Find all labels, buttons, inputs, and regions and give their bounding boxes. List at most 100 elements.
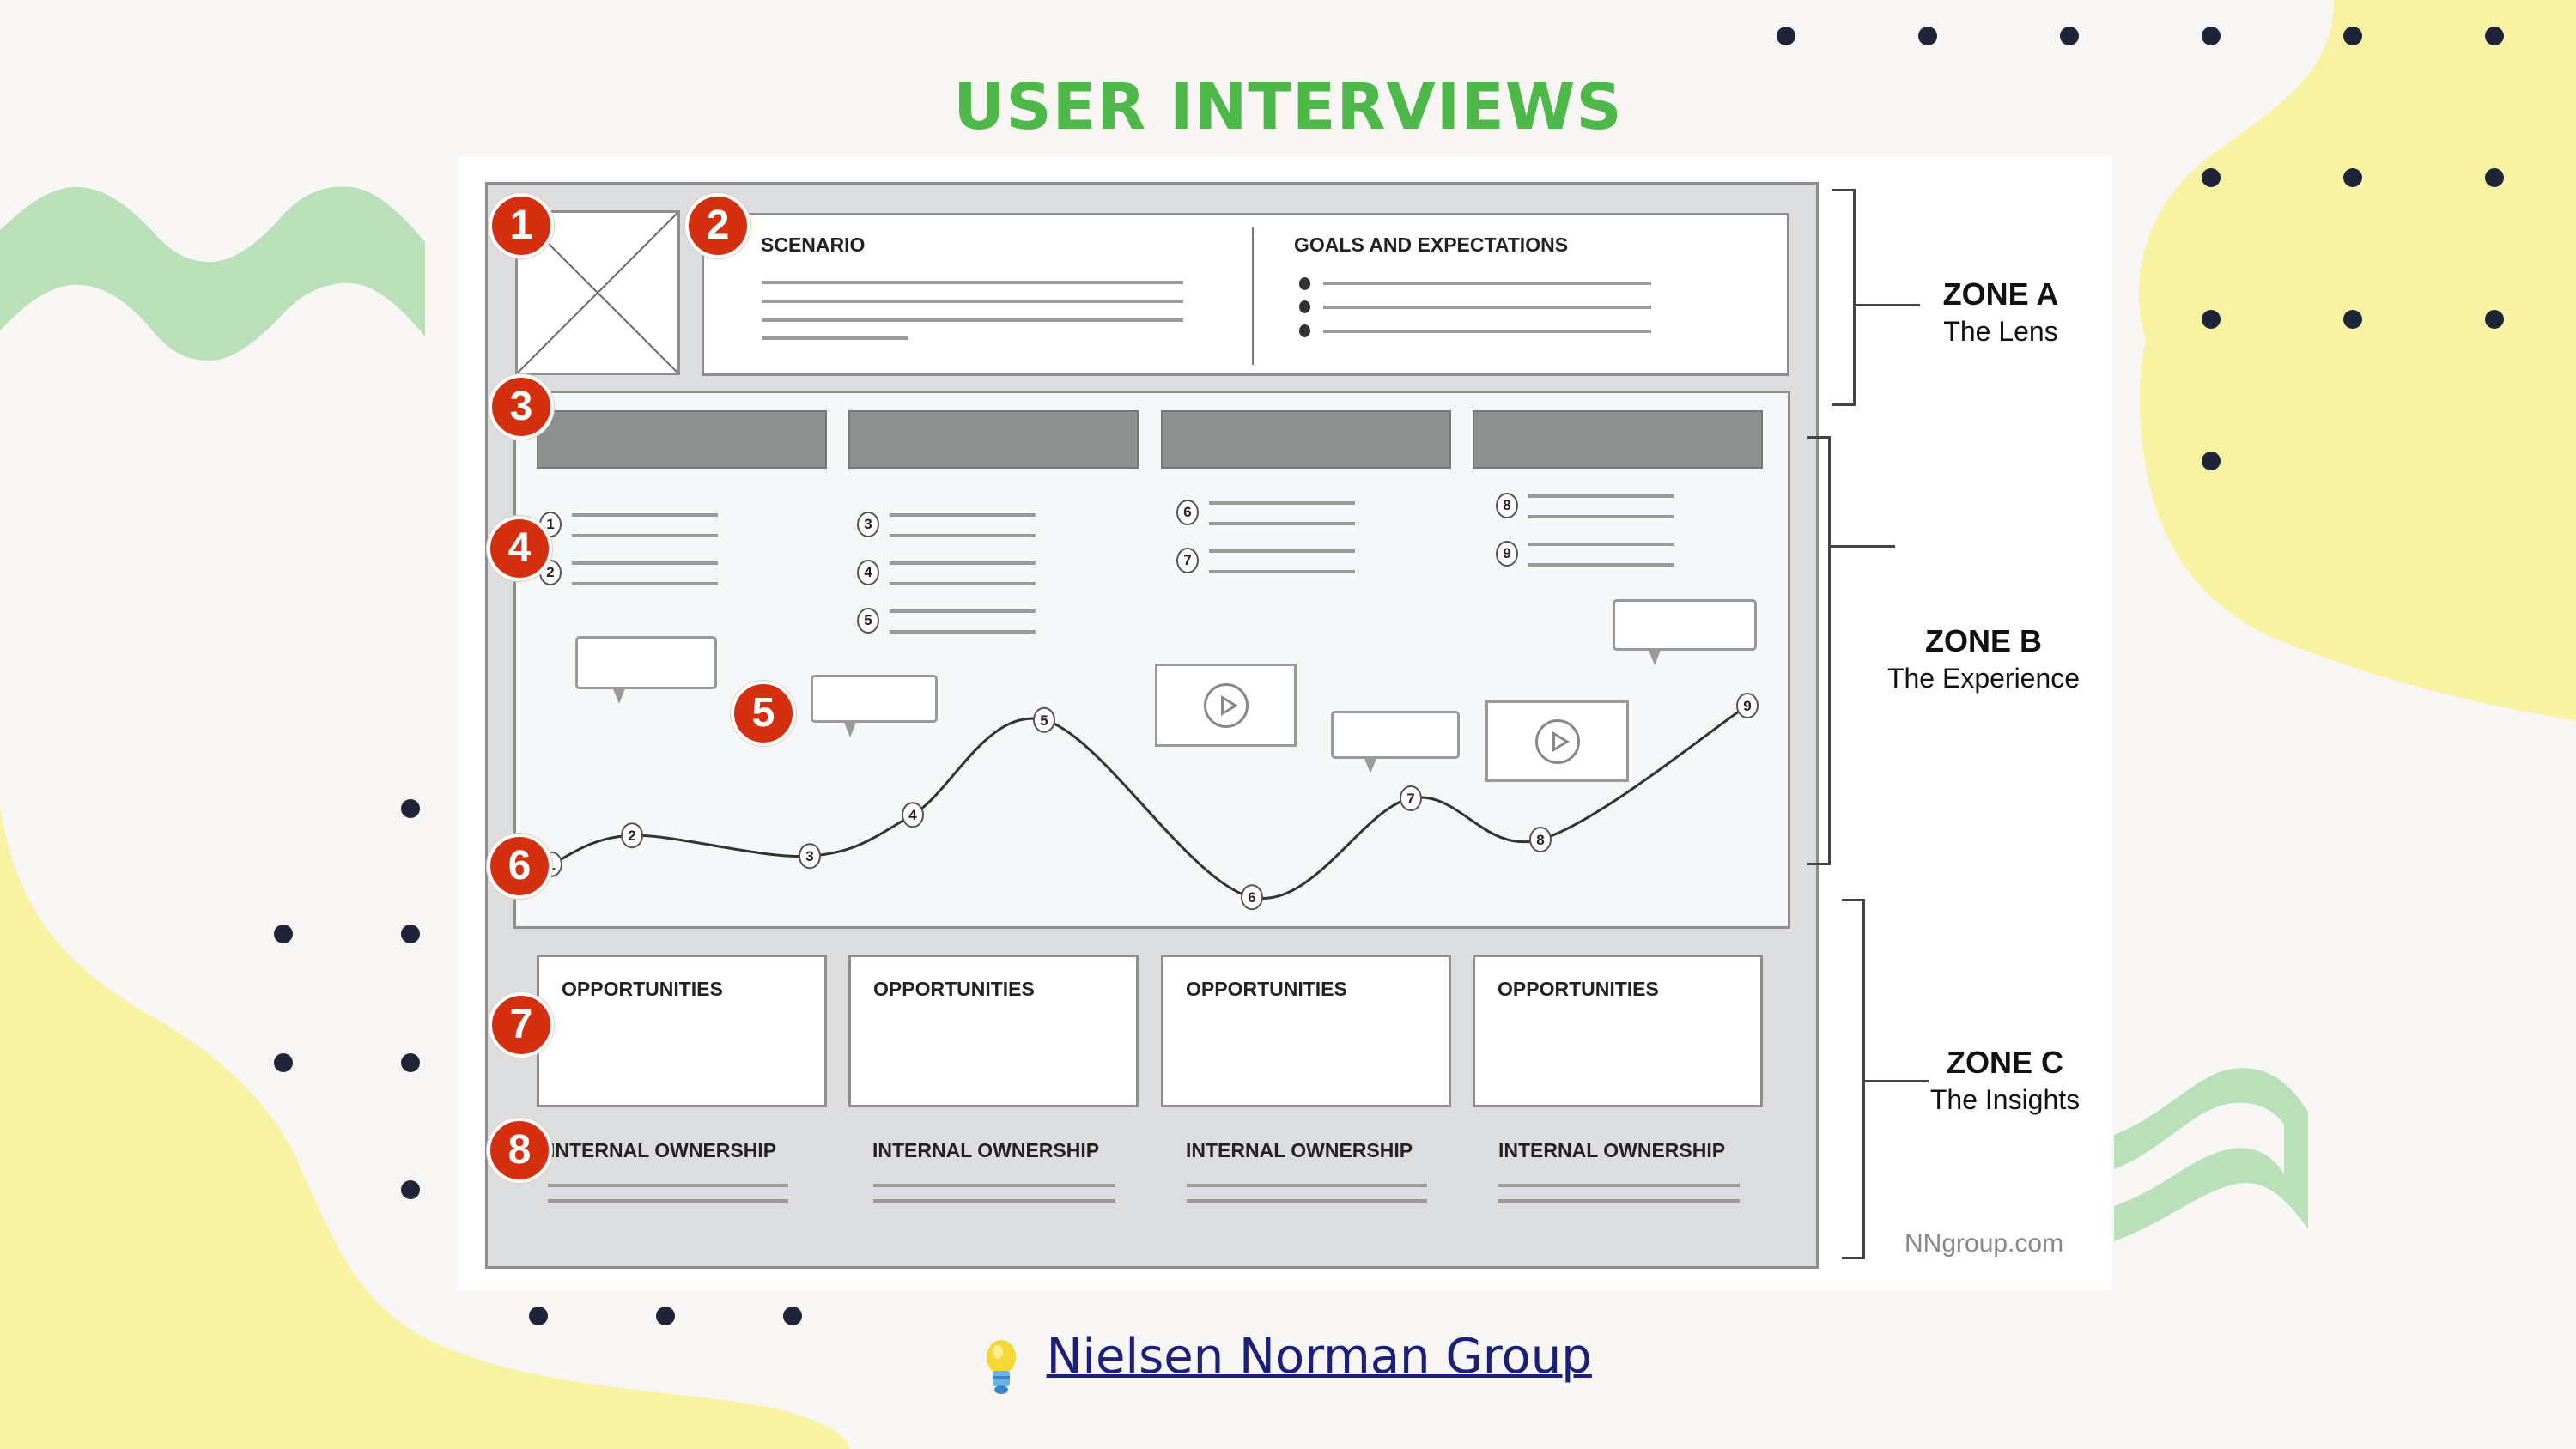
decorative-dot xyxy=(1918,27,1937,45)
stage-header xyxy=(1473,410,1763,469)
journey-point: 2 xyxy=(621,822,643,849)
zone-c-label: ZONE C The Insights xyxy=(1915,1045,2095,1116)
quote-bubble xyxy=(1331,711,1460,773)
column-divider xyxy=(1252,227,1254,365)
bullet-icon xyxy=(1299,324,1310,337)
zone-a-bracket-stem xyxy=(1853,304,1920,306)
step-number: 7 xyxy=(1176,548,1199,573)
decorative-dot xyxy=(783,1307,802,1325)
step-text-line xyxy=(1209,522,1355,525)
journey-point-label: 6 xyxy=(1248,889,1255,906)
quote-bubble xyxy=(811,675,938,737)
text-line xyxy=(1187,1199,1427,1203)
step-text-line xyxy=(572,582,718,585)
text-line xyxy=(762,281,1183,284)
journey-point: 6 xyxy=(1241,884,1263,911)
zone-b-label: ZONE B The Experience xyxy=(1872,623,2095,694)
journey-point-label: 2 xyxy=(628,828,635,844)
zone-a-title: ZONE A xyxy=(1942,276,2059,312)
zone-a-bracket xyxy=(1832,189,1856,406)
step-text-line xyxy=(572,513,718,517)
journey-point-label: 5 xyxy=(1040,712,1048,729)
step-text-line xyxy=(1528,494,1674,498)
step-text-line xyxy=(1528,515,1674,518)
bullet-icon xyxy=(1299,277,1310,290)
yellow-blob-bottom-left xyxy=(0,807,850,1449)
text-line xyxy=(1498,1199,1740,1203)
bullet-icon xyxy=(1299,300,1310,313)
step-number: 9 xyxy=(1496,541,1518,567)
step-text-line xyxy=(572,561,718,565)
step-text-line xyxy=(890,513,1036,517)
quote-bubble xyxy=(575,636,717,704)
journey-curve xyxy=(550,704,1748,900)
decorative-dot xyxy=(274,1053,293,1072)
text-line xyxy=(762,300,1183,303)
decorative-dot xyxy=(2485,310,2504,329)
green-wave-right xyxy=(2114,1068,2308,1241)
zone-c-bracket xyxy=(1842,899,1865,1259)
decorative-dot xyxy=(2202,310,2221,329)
step-text-line xyxy=(1209,501,1355,505)
ownership-label: INTERNAL OWNERSHIP xyxy=(872,1139,1100,1161)
text-line xyxy=(873,1199,1115,1203)
video-clip[interactable] xyxy=(1485,700,1629,782)
play-icon[interactable] xyxy=(1203,682,1249,728)
opportunities-box: OPPORTUNITIES xyxy=(1161,955,1451,1107)
play-icon[interactable] xyxy=(1534,718,1580,764)
decorative-dot xyxy=(274,925,293,943)
step-text-line xyxy=(572,534,718,537)
nielsen-norman-group-link[interactable]: Nielsen Norman Group xyxy=(1046,1329,1592,1385)
zone-b-subtitle: The Experience xyxy=(1886,663,2081,694)
opportunities-box: OPPORTUNITIES xyxy=(848,955,1139,1107)
zone-a-subtitle: The Lens xyxy=(1943,316,2058,347)
text-line xyxy=(1498,1184,1740,1187)
decorative-dot xyxy=(401,925,420,943)
decorative-dot xyxy=(2343,310,2362,329)
stage-header xyxy=(1161,410,1451,469)
journey-point-label: 8 xyxy=(1536,832,1544,848)
opportunities-box: OPPORTUNITIES xyxy=(1473,955,1763,1107)
text-line xyxy=(548,1184,788,1187)
text-line xyxy=(1187,1184,1427,1187)
journey-point-label: 7 xyxy=(1406,791,1414,807)
video-clip[interactable] xyxy=(1155,664,1297,747)
journey-point-label: 9 xyxy=(1743,698,1751,714)
journey-point: 9 xyxy=(1736,693,1759,718)
decorative-dot xyxy=(2485,168,2504,187)
stage-header xyxy=(848,410,1139,469)
callout-badge-4: 4 xyxy=(487,516,552,581)
step-number: 3 xyxy=(857,512,879,537)
journey-point: 5 xyxy=(1033,706,1055,733)
callout-badge-1: 1 xyxy=(489,193,554,258)
text-line xyxy=(1323,282,1651,285)
journey-point: 4 xyxy=(902,802,924,828)
zone-a-label: ZONE A The Lens xyxy=(1923,276,2078,348)
decorative-dot xyxy=(2202,168,2221,187)
ownership-label: INTERNAL OWNERSHIP xyxy=(1186,1139,1413,1161)
quote-bubble xyxy=(1613,599,1757,665)
scenario-goals-box xyxy=(702,213,1789,376)
decorative-dot xyxy=(529,1307,548,1325)
journey-point: 3 xyxy=(799,843,821,870)
green-wave-left xyxy=(0,186,425,361)
step-text-line xyxy=(890,630,1036,634)
step-text-line xyxy=(1528,563,1674,567)
zone-b-bracket xyxy=(1807,436,1831,865)
opportunities-label: OPPORTUNITIES xyxy=(1498,978,1659,1000)
step-text-line xyxy=(890,534,1036,537)
opportunities-box: OPPORTUNITIES xyxy=(537,955,827,1107)
decorative-dot xyxy=(2202,452,2221,470)
text-line xyxy=(762,336,908,340)
callout-badge-6: 6 xyxy=(487,834,552,899)
zone-b-title: ZONE B xyxy=(1924,623,2042,658)
zone-b-bracket-stem xyxy=(1829,545,1895,548)
step-text-line xyxy=(1209,570,1355,573)
journey-point: 8 xyxy=(1529,827,1552,852)
decorative-dot xyxy=(656,1307,675,1325)
step-text-line xyxy=(890,561,1036,565)
opportunities-label: OPPORTUNITIES xyxy=(1186,978,1347,1000)
decorative-dot xyxy=(2202,27,2221,45)
